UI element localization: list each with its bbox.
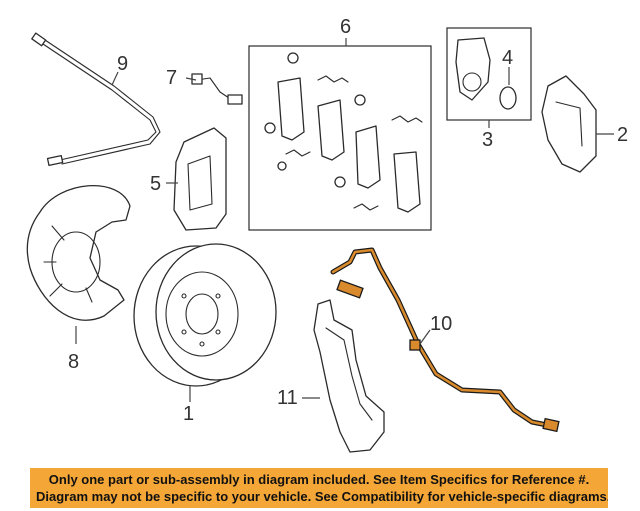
callout-4: 4 [502,47,513,69]
callout-2: 2 [617,124,628,146]
callout-10-leader [419,329,431,345]
callout-9: 9 [117,53,128,75]
callout-8: 8 [68,351,79,373]
caliper-box [446,27,532,121]
brake-hose [31,32,161,167]
callout-3: 3 [482,129,493,151]
disclaimer-line-1: Only one part or sub-assembly in diagram… [48,472,590,487]
callout-11: 11 [277,387,298,409]
wear-sensor [191,73,243,105]
callout-7: 7 [166,67,177,89]
caliper-housing [541,75,597,173]
callout-1: 1 [183,403,194,425]
brake-rotor [133,243,277,387]
dust-shield [26,185,131,321]
callout-7-leader [185,77,197,81]
lower-bracket [313,299,385,453]
callout-10: 10 [430,313,452,335]
callout-6: 6 [340,16,351,38]
pad-kit-box [248,45,432,231]
disclaimer-line-2: Diagram may not be specific to your vehi… [36,489,608,504]
wheel-speed-sensor-highlighted [330,247,560,433]
disclaimer-banner: Only one part or sub-assembly in diagram… [30,468,608,508]
callout-9-leader [111,71,119,86]
caliper-bracket [173,127,227,231]
callout-5: 5 [150,173,161,195]
